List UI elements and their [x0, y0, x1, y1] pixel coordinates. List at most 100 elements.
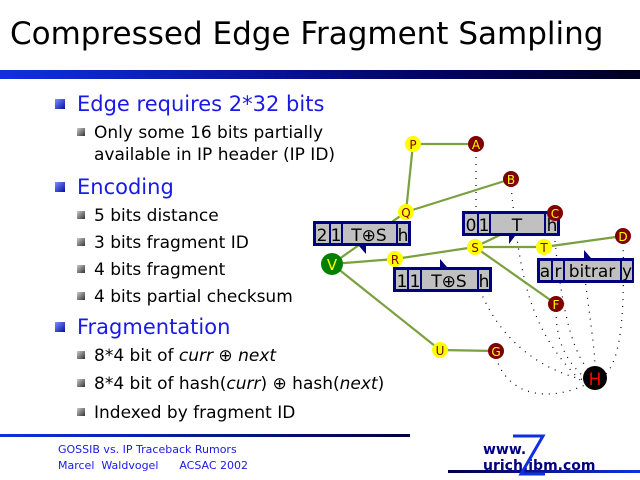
sub-bullet: 4 bits partial checksum: [77, 286, 293, 308]
sub-bullet-text: 5 bits distance: [94, 206, 219, 226]
text-part: next: [238, 346, 277, 366]
bullet-icon: [55, 322, 65, 332]
packet-field: 1: [410, 272, 421, 292]
bullet-icon: [77, 292, 85, 300]
node-R: R: [387, 251, 403, 267]
dotted-paths: [475, 150, 625, 395]
packet-field: T⊕S: [430, 272, 466, 292]
node-label: T: [539, 241, 548, 255]
nodes: P A B C Q V R S T D F U G H: [321, 136, 631, 390]
packet-field: h: [398, 226, 409, 246]
node-label: H: [589, 370, 602, 390]
node-H: H: [583, 366, 607, 390]
node-T: T: [536, 239, 552, 255]
node-label: B: [507, 173, 515, 187]
sub-bullet: 3 bits fragment ID: [77, 232, 249, 254]
sub-bullet-text: Indexed by fragment ID: [94, 403, 296, 423]
text-part: 8*4 bit of: [94, 346, 179, 366]
node-S: S: [467, 239, 483, 255]
sub-bullet-text: available in IP header (IP ID): [94, 145, 336, 165]
text-part: ): [377, 374, 385, 394]
sub-bullet: 5 bits distance: [77, 205, 219, 227]
packet-field: y: [622, 262, 632, 282]
bullet-icon: [77, 351, 85, 359]
packet-field: 1: [331, 226, 342, 246]
bullet-icon: [77, 238, 85, 246]
text-part: curr: [178, 346, 214, 366]
node-C: C: [547, 205, 563, 221]
packet-field: 1: [479, 216, 490, 236]
footer-divider: [448, 470, 640, 473]
text-part: 8*4 bit of hash(: [94, 374, 227, 394]
node-P: P: [405, 136, 421, 152]
footer-title: GOSSIB vs. IP Traceback Rumors: [58, 443, 237, 456]
node-V: V: [321, 253, 343, 275]
text-part: ⊕: [213, 346, 239, 366]
sub-bullet-text: 4 bits partial checksum: [94, 287, 293, 307]
node-label: F: [553, 298, 560, 312]
sub-bullet-text: 4 bits fragment: [94, 260, 226, 280]
bullet-icon: [77, 265, 85, 273]
text-part: curr: [226, 374, 261, 394]
bullet-text: Fragmentation: [77, 315, 231, 339]
bullet-icon: [77, 379, 85, 387]
footer-divider: [0, 434, 410, 437]
node-label: G: [491, 345, 500, 359]
node-label: C: [551, 207, 559, 221]
packet-field: T⊕S: [350, 226, 386, 246]
node-B: B: [503, 171, 519, 187]
slide-title: Compressed Edge Fragment Sampling: [10, 16, 604, 52]
sub-bullet: 4 bits fragment: [77, 259, 226, 281]
node-label: P: [409, 138, 416, 152]
bullet-icon: [77, 128, 85, 136]
node-label: R: [391, 253, 399, 267]
packet-field: h: [479, 272, 490, 292]
title-divider: [0, 70, 640, 79]
footer-url: www. urich.ibm.com: [483, 442, 596, 474]
packet-field: a: [540, 262, 550, 282]
bullet-text: Edge requires 2*32 bits: [77, 92, 325, 116]
node-label: D: [618, 230, 627, 244]
ibm-zurich-logo: [513, 434, 546, 476]
bullet-icon: [55, 182, 65, 192]
packet-field: h: [547, 216, 558, 236]
node-label: Q: [401, 206, 410, 220]
node-A: A: [468, 136, 484, 152]
node-label: V: [327, 256, 338, 274]
bullet-encoding: Encoding: [55, 175, 174, 199]
packet-field: r: [555, 262, 562, 282]
node-U: U: [432, 342, 448, 358]
bullet-icon: [55, 99, 65, 109]
packet-field: 1: [397, 272, 408, 292]
text-part: next: [339, 374, 378, 394]
node-G: G: [488, 343, 504, 359]
packet-field: 2: [317, 226, 328, 246]
node-Q: Q: [398, 204, 414, 220]
bullet-edge: Edge requires 2*32 bits: [55, 92, 325, 116]
footer-author: Marcel Waldvogel ACSAC 2002: [58, 459, 249, 472]
sub-bullet: Indexed by fragment ID: [77, 402, 296, 424]
node-F: F: [548, 296, 564, 312]
packet-field: bitrar: [569, 262, 616, 282]
node-label: S: [471, 241, 479, 255]
node-label: A: [472, 138, 481, 152]
sub-bullet-text: 3 bits fragment ID: [94, 233, 249, 253]
bullet-fragmentation: Fragmentation: [55, 315, 231, 339]
sub-bullet: 8*4 bit of hash(curr) ⊕ hash(next): [77, 373, 385, 395]
bullet-icon: [77, 211, 85, 219]
packet-field: 0: [466, 216, 477, 236]
node-D: D: [615, 228, 631, 244]
bullet-icon: [77, 408, 85, 416]
packet-field: T: [511, 216, 523, 236]
node-label: U: [436, 344, 445, 358]
sub-bullet-text: Only some 16 bits partially: [94, 123, 324, 143]
sub-bullet: 8*4 bit of curr ⊕ next: [77, 345, 277, 367]
text-part: ) ⊕ hash(: [260, 374, 340, 394]
